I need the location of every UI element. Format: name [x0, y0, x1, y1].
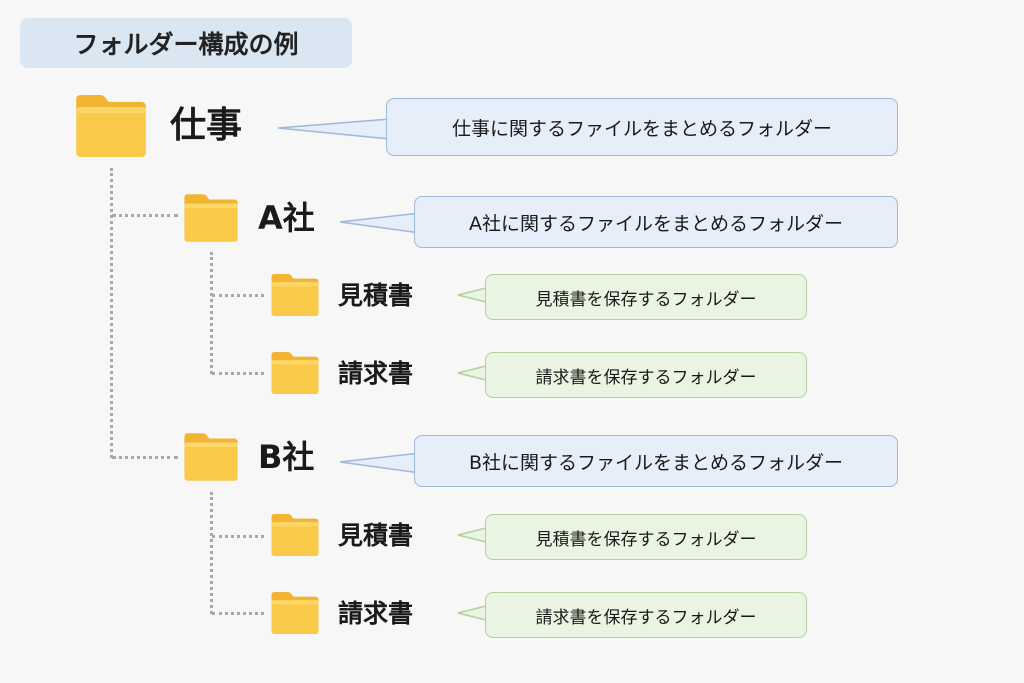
description-bubble-invoice: 請求書を保存するフォルダー — [485, 592, 807, 638]
tree-connector — [212, 612, 264, 615]
folder-icon[interactable] — [180, 192, 242, 244]
description-bubble-estimate: 見積書を保存するフォルダー — [485, 274, 807, 320]
tree-connector — [210, 492, 213, 614]
folder-icon[interactable] — [268, 272, 322, 318]
description-bubble-invoice: 請求書を保存するフォルダー — [485, 352, 807, 398]
folder-label-estimate: 見積書 — [338, 281, 414, 310]
tree-connector — [212, 294, 264, 297]
tree-connector — [212, 535, 264, 538]
bubble-pointer — [339, 452, 421, 474]
folder-icon[interactable] — [180, 431, 242, 483]
folder-label-invoice: 請求書 — [338, 599, 414, 628]
folder-label-root: 仕事 — [170, 105, 243, 146]
description-bubble-root: 仕事に関するファイルをまとめるフォルダー — [386, 98, 898, 156]
folder-label-estimate: 見積書 — [338, 521, 414, 550]
tree-connector — [112, 456, 178, 459]
tree-connector — [210, 252, 213, 374]
description-bubble-estimate: 見積書を保存するフォルダー — [485, 514, 807, 560]
folder-icon[interactable] — [268, 512, 322, 558]
description-bubble-company-b: B社に関するファイルをまとめるフォルダー — [414, 435, 898, 487]
folder-icon[interactable] — [70, 92, 152, 160]
folder-icon[interactable] — [268, 590, 322, 636]
description-bubble-company-a: A社に関するファイルをまとめるフォルダー — [414, 196, 898, 248]
bubble-pointer — [339, 212, 421, 234]
folder-icon[interactable] — [268, 350, 322, 396]
bubble-pointer — [277, 118, 391, 140]
tree-connector — [212, 372, 264, 375]
tree-connector — [112, 214, 178, 217]
tree-connector — [110, 168, 113, 458]
folder-label-invoice: 請求書 — [338, 359, 414, 388]
folder-label-company-a: A社 — [258, 199, 315, 237]
folder-label-company-b: B社 — [258, 438, 315, 476]
page-title: フォルダー構成の例 — [20, 18, 352, 68]
